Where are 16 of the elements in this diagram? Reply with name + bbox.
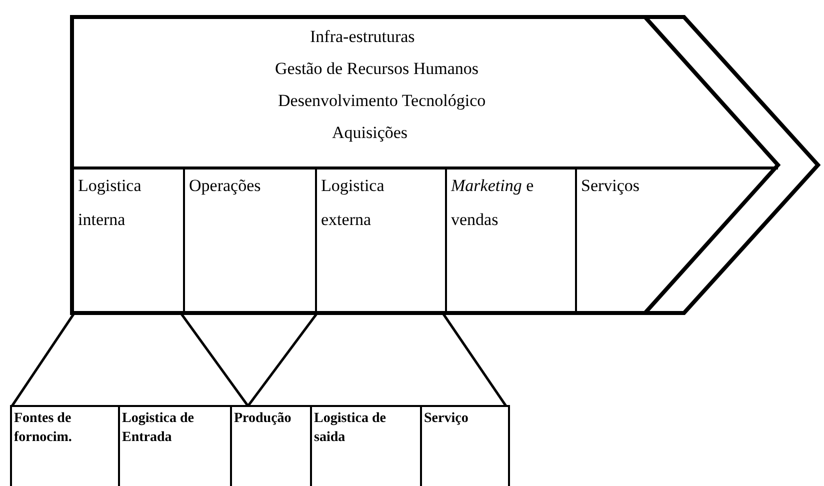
activity-label: Logistica interna bbox=[77, 175, 142, 231]
process-cell bbox=[10, 405, 120, 486]
activity-label: Marketing e vendas bbox=[450, 175, 535, 231]
support-activity-label: Gestão de Recursos Humanos bbox=[275, 59, 478, 79]
process-cell bbox=[420, 405, 510, 486]
activity-label: Operações bbox=[188, 175, 262, 197]
process-label: Produção bbox=[233, 410, 292, 428]
process-label: Fontes de fornocim. bbox=[13, 410, 73, 447]
process-label: Logistica de Entrada bbox=[121, 410, 195, 447]
process-label: Serviço bbox=[423, 410, 470, 428]
support-activity-label: Aquisições bbox=[332, 123, 408, 143]
activity-label: Serviços bbox=[580, 175, 641, 197]
process-label: Logistica de saida bbox=[313, 410, 387, 447]
support-activity-label: Infra-estruturas bbox=[310, 27, 415, 47]
activity-label: Logistica externa bbox=[320, 175, 386, 231]
support-activity-label: Desenvolvimento Tecnológico bbox=[278, 91, 486, 111]
